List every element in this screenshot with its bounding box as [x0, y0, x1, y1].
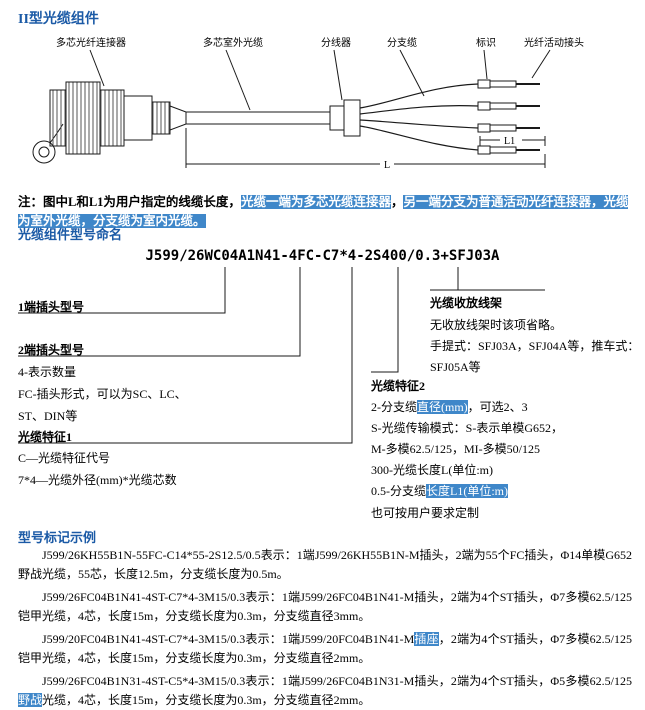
plug1-label: 1端插头型号 — [18, 300, 85, 314]
feature2-dia-post: ，可选2、3 — [467, 400, 528, 414]
feature2-label: 光缆特征2 — [371, 379, 426, 393]
trunk-cable — [186, 111, 330, 125]
note-seg-3: ， — [390, 194, 404, 209]
dimension-l: L — [185, 128, 546, 171]
plug2-label: 2端插头型号 — [18, 343, 85, 357]
naming-section-heading: 光缆组件型号命名 — [18, 227, 123, 242]
page-title: II型光缆组件 — [18, 12, 99, 27]
dim-l-label: L — [384, 160, 390, 171]
note-seg-2-highlight: 光缆一端为多芯光缆连接器 — [240, 194, 391, 209]
splitter-drawing — [329, 99, 361, 137]
feature2-branch-length-note: 0.5-分支缆长度L1(单位:m) — [371, 482, 508, 499]
feature1-label: 光缆特征1 — [18, 430, 73, 444]
example-text: ，2端为4个ST插头，Φ7多模62.5/125铠甲光缆，4芯，长度15m，分支缆… — [18, 632, 632, 665]
dim-l1-label: L1 — [504, 136, 515, 147]
label-splitter: 分线器 — [321, 36, 351, 49]
feature2-custom-note: 也可按用户要求定制 — [371, 506, 480, 520]
example-paragraph: J599/26KH55B1N-55FC-C14*55-2S12.5/0.5表示：… — [18, 546, 632, 584]
example-text: 光缆，4芯，长度15m，分支缆长度为0.3m，分支缆直径2mm。 — [42, 693, 371, 707]
example-text: J599/20FC04B1N41-4ST-C7*4-3M15/0.3表示：1端J… — [42, 632, 415, 646]
label-branch-cable: 分支缆 — [387, 36, 417, 49]
examples-section-heading: 型号标记示例 — [18, 530, 97, 545]
feature2-branch-highlight: 长度L1(单位:m) — [426, 484, 508, 498]
connector-drawing — [32, 81, 187, 164]
label-fiber-connector: 光纤活动接头 — [524, 36, 584, 49]
feature2-diameter-note: 2-分支缆直径(mm)，可选2、3 — [371, 398, 528, 415]
plug2-form-line2: ST、DIN等 — [18, 409, 78, 423]
feature2-branch-pre: 0.5-分支缆 — [371, 484, 426, 498]
note-seg-1: 注：图中L和L1为用户指定的线缆长度， — [18, 194, 241, 209]
reel-note: 无收放线架时该项省略。 — [430, 318, 563, 332]
reel-label: 光缆收放线架 — [430, 296, 503, 310]
dimension-l1: L1 — [479, 136, 546, 147]
feature2-dia-highlight: 直径(mm) — [417, 400, 468, 414]
example-text: J599/26FC04B1N31-4ST-C5*4-3M15/0.3表示：1端J… — [42, 674, 632, 688]
examples-list: J599/26KH55B1N-55FC-C14*55-2S12.5/0.5表示：… — [18, 546, 632, 710]
feature2-length-note: 300-光缆长度L(单位:m) — [371, 463, 493, 477]
example-text: J599/26KH55B1N-55FC-C14*55-2S12.5/0.5表示：… — [18, 548, 632, 581]
branch-connectors — [477, 79, 540, 155]
example-paragraph: J599/20FC04B1N41-4ST-C7*4-3M15/0.3表示：1端J… — [18, 630, 632, 668]
diagram-labels: 多芯光纤连接器 多芯室外光缆 分线器 分支缆 标识 光纤活动接头 — [56, 36, 584, 49]
plug2-form-line1: FC-插头形式，可以为SC、LC、 — [18, 387, 187, 401]
cable-assembly-diagram: 多芯光纤连接器 多芯室外光缆 分线器 分支缆 标识 光纤活动接头 — [32, 36, 584, 171]
feature1-size-note: 7*4—光缆外径(mm)*光缆芯数 — [18, 473, 177, 487]
reel-types-line2: SFJ05A等 — [430, 360, 481, 374]
example-text: J599/26FC04B1N41-4ST-C7*4-3M15/0.3表示：1端J… — [18, 590, 632, 623]
line-feature2 — [371, 267, 399, 373]
label-multicore-connector: 多芯光纤连接器 — [56, 36, 126, 49]
reel-types-line1: 手提式：SFJ03A，SFJ04A等，推车式： — [430, 339, 640, 353]
feature2-dia-pre: 2-分支缆 — [371, 400, 417, 414]
feature2-mode-line1: S-光缆传输模式：S-表示单模G652， — [371, 421, 564, 435]
label-outdoor-cable: 多芯室外光缆 — [203, 36, 263, 49]
leader-lines — [89, 49, 551, 111]
example-paragraph: J599/26FC04B1N31-4ST-C5*4-3M15/0.3表示：1端J… — [18, 672, 632, 710]
example-paragraph: J599/26FC04B1N41-4ST-C7*4-3M15/0.3表示：1端J… — [18, 588, 632, 626]
plug2-quantity-note: 4-表示数量 — [18, 365, 76, 379]
example-highlight: 插座 — [414, 632, 439, 646]
feature1-code-note: C—光缆特征代号 — [18, 451, 111, 465]
model-number: J599/26WC04A1N41-4FC-C7*4-2S400/0.3+SFJ0… — [145, 248, 500, 264]
example-highlight: 野战 — [18, 693, 43, 707]
feature2-mode-line2: M-多模62.5/125，MI-多模50/125 — [371, 442, 540, 456]
label-marker: 标识 — [476, 37, 496, 49]
branch-cables — [359, 83, 479, 151]
note-paragraph: 注：图中L和L1为用户指定的线缆长度，光缆一端为多芯光缆连接器，另一端分支为普通… — [18, 193, 632, 231]
